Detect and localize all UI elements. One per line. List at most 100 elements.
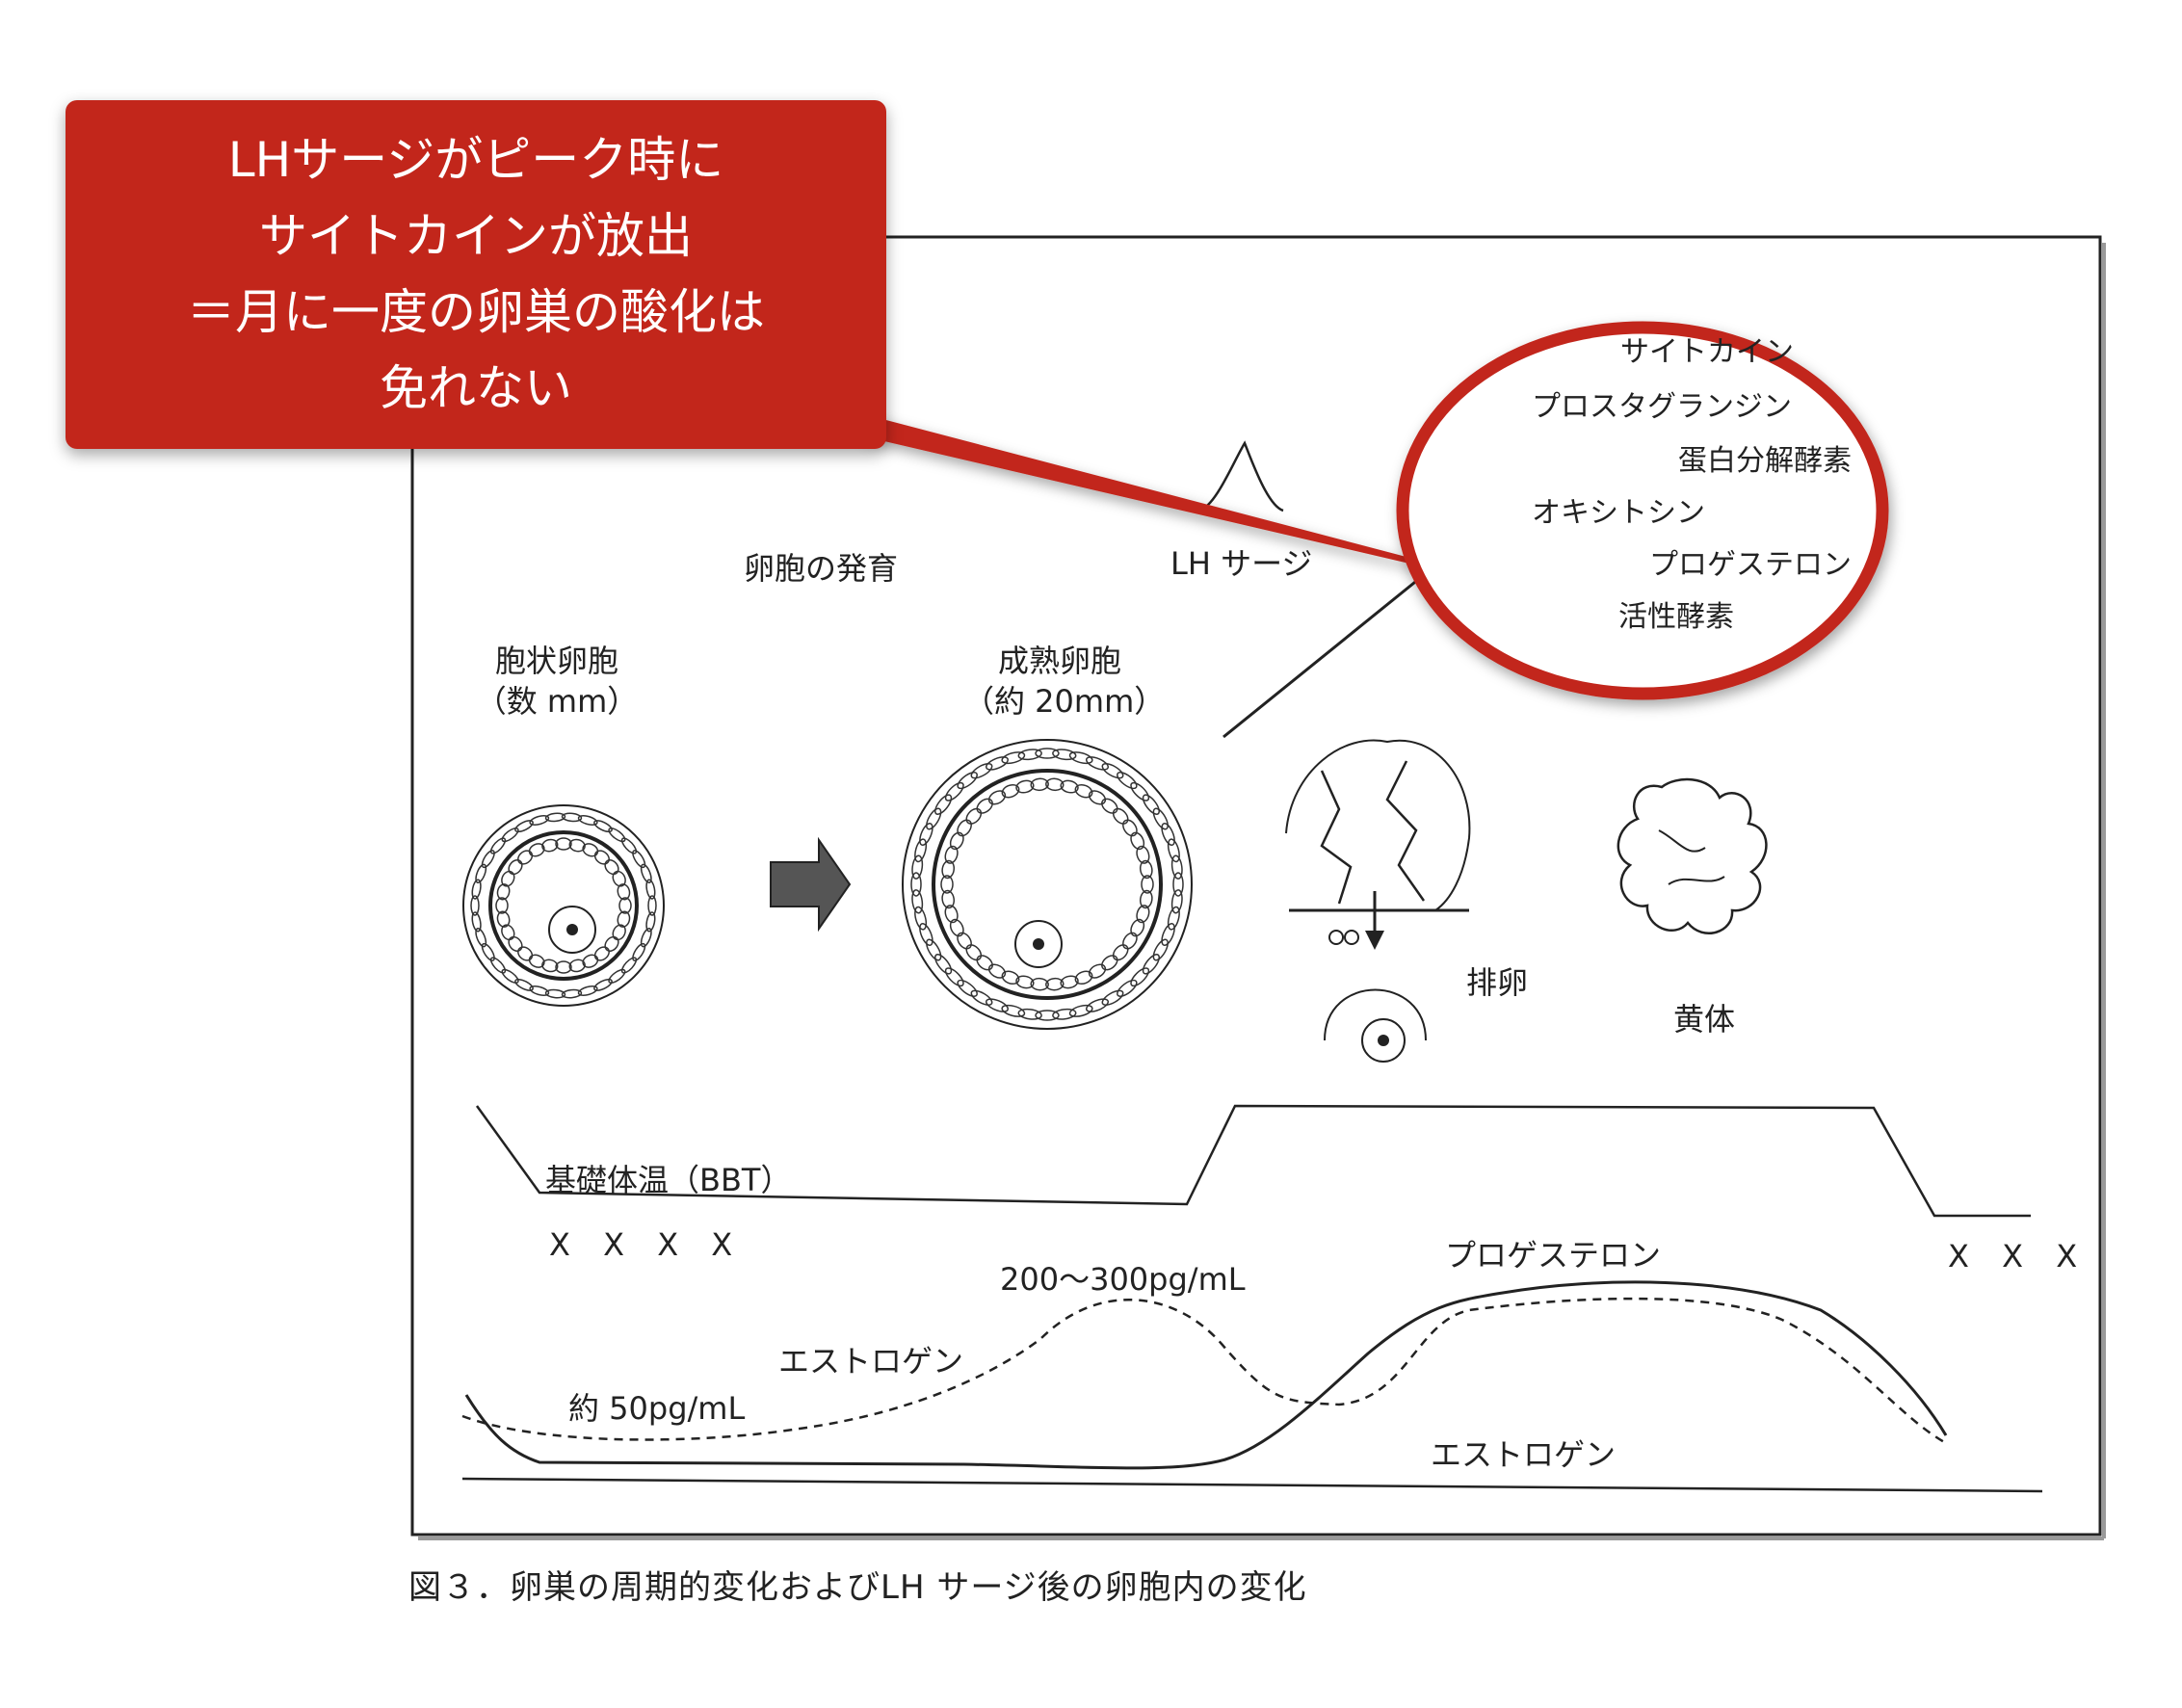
theca-cell — [957, 819, 972, 837]
theca-cell — [1130, 967, 1150, 987]
theca-cell — [1085, 998, 1110, 1012]
theca-cell — [1015, 779, 1035, 794]
theca-cell — [957, 979, 978, 997]
mature-theca-cells — [910, 748, 1184, 1021]
theca-cell — [620, 957, 638, 974]
theca-cell — [555, 837, 572, 851]
theca-cell — [1060, 779, 1079, 794]
theca-cell — [1085, 756, 1110, 771]
theca-cell — [593, 850, 610, 865]
theca-cell — [911, 854, 924, 880]
theca-cell — [508, 935, 523, 952]
theca-cell — [944, 845, 959, 864]
theca-cell — [568, 838, 586, 853]
theca-cell — [1101, 798, 1118, 814]
theca-cell — [949, 831, 964, 851]
theca-cell — [1068, 1004, 1093, 1017]
theca-cell — [475, 863, 487, 883]
theca-cell — [561, 988, 583, 999]
theca-cell — [1142, 794, 1160, 815]
theca-cell — [514, 820, 534, 833]
theca-cell — [604, 935, 619, 952]
theca-cell — [632, 850, 646, 869]
callout-line-4: 免れない — [380, 360, 572, 416]
theca-cell — [612, 870, 626, 887]
theca-cell — [640, 928, 652, 948]
theca-cell — [934, 954, 953, 975]
theca-cell — [1167, 838, 1180, 863]
lh-surge-peak — [1198, 440, 1284, 512]
callout-box: LHサージがピーク時に サイトカインが放出 ＝月に一度の卵巣の酸化は 免れない — [66, 100, 886, 449]
theca-cell — [1088, 790, 1107, 805]
theca-cell — [1170, 854, 1183, 880]
theca-cell — [544, 812, 566, 823]
theca-cell — [577, 985, 598, 996]
theca-cell — [517, 850, 534, 865]
theca-cell — [911, 889, 924, 914]
theca-cell — [495, 897, 509, 914]
theca-cell — [529, 985, 550, 996]
theca-cell — [1142, 954, 1160, 975]
substance-prostaglandin: プロスタグランジン — [1532, 390, 1792, 424]
theca-cell — [620, 837, 638, 854]
label-follicle-growth: 卵胞の発育 — [744, 550, 899, 587]
theca-cell — [475, 928, 487, 948]
theca-cell — [1035, 748, 1060, 759]
theca-cell — [517, 946, 534, 961]
antral-granulosa-cells — [495, 837, 632, 974]
label-antral-size: （数 mm） — [475, 683, 639, 720]
theca-cell — [1074, 783, 1093, 799]
theca-cell — [1170, 889, 1183, 914]
theca-cell — [1101, 955, 1118, 971]
theca-cell — [632, 942, 646, 961]
theca-cell — [1161, 822, 1175, 847]
theca-cell — [593, 978, 613, 991]
theca-cell — [577, 815, 598, 826]
theca-cell — [645, 879, 656, 900]
theca-cell — [1045, 977, 1065, 991]
theca-cell — [618, 897, 632, 914]
substance-cytokine: サイトカイン — [1620, 335, 1794, 369]
corpus-luteum-illustration — [1617, 777, 1768, 934]
theca-cell — [970, 763, 993, 779]
theca-cell — [541, 959, 559, 973]
label-antral-follicle: 胞状卵胞 — [494, 643, 618, 679]
label-x-right: X X X — [1948, 1238, 2090, 1274]
theca-cell — [470, 895, 480, 916]
theca-cell — [914, 906, 928, 931]
theca-cell — [640, 863, 652, 883]
theca-cell — [471, 911, 482, 933]
theca-cell — [1017, 749, 1042, 761]
theca-cell — [617, 883, 631, 901]
theca-cell — [1088, 963, 1107, 979]
theca-cell — [1068, 751, 1093, 765]
theca-cell — [965, 944, 983, 961]
theca-cell — [593, 946, 610, 961]
theca-cell — [1130, 781, 1150, 801]
label-lh-surge: LH サージ — [1170, 545, 1313, 582]
label-estrogen-lower: エストロゲン — [1431, 1436, 1617, 1473]
label-ovulation: 排卵 — [1466, 964, 1529, 1001]
theca-cell — [645, 911, 656, 933]
theca-cell — [1035, 1010, 1060, 1021]
theca-cell — [1122, 819, 1138, 837]
theca-cell — [508, 859, 523, 876]
theca-cell — [1136, 845, 1150, 864]
theca-cell — [1101, 989, 1124, 1006]
theca-cell — [647, 895, 657, 916]
theca-cell — [514, 978, 534, 991]
mature-follicle-illustration — [902, 739, 1193, 1030]
theca-cell — [1015, 975, 1035, 989]
theca-cell — [1001, 1004, 1026, 1017]
antral-follicle-illustration — [462, 804, 665, 1007]
theca-cell — [529, 815, 550, 826]
label-x-left: X X X X — [549, 1226, 745, 1263]
theca-cell — [555, 960, 572, 974]
theca-cell — [582, 954, 599, 968]
theca-cell — [528, 954, 545, 968]
theca-cell — [919, 922, 933, 947]
release-arrow-line — [1222, 552, 1451, 739]
callout-line-3: ＝月に一度の卵巣の酸化は — [187, 284, 765, 340]
theca-cell — [957, 772, 978, 790]
